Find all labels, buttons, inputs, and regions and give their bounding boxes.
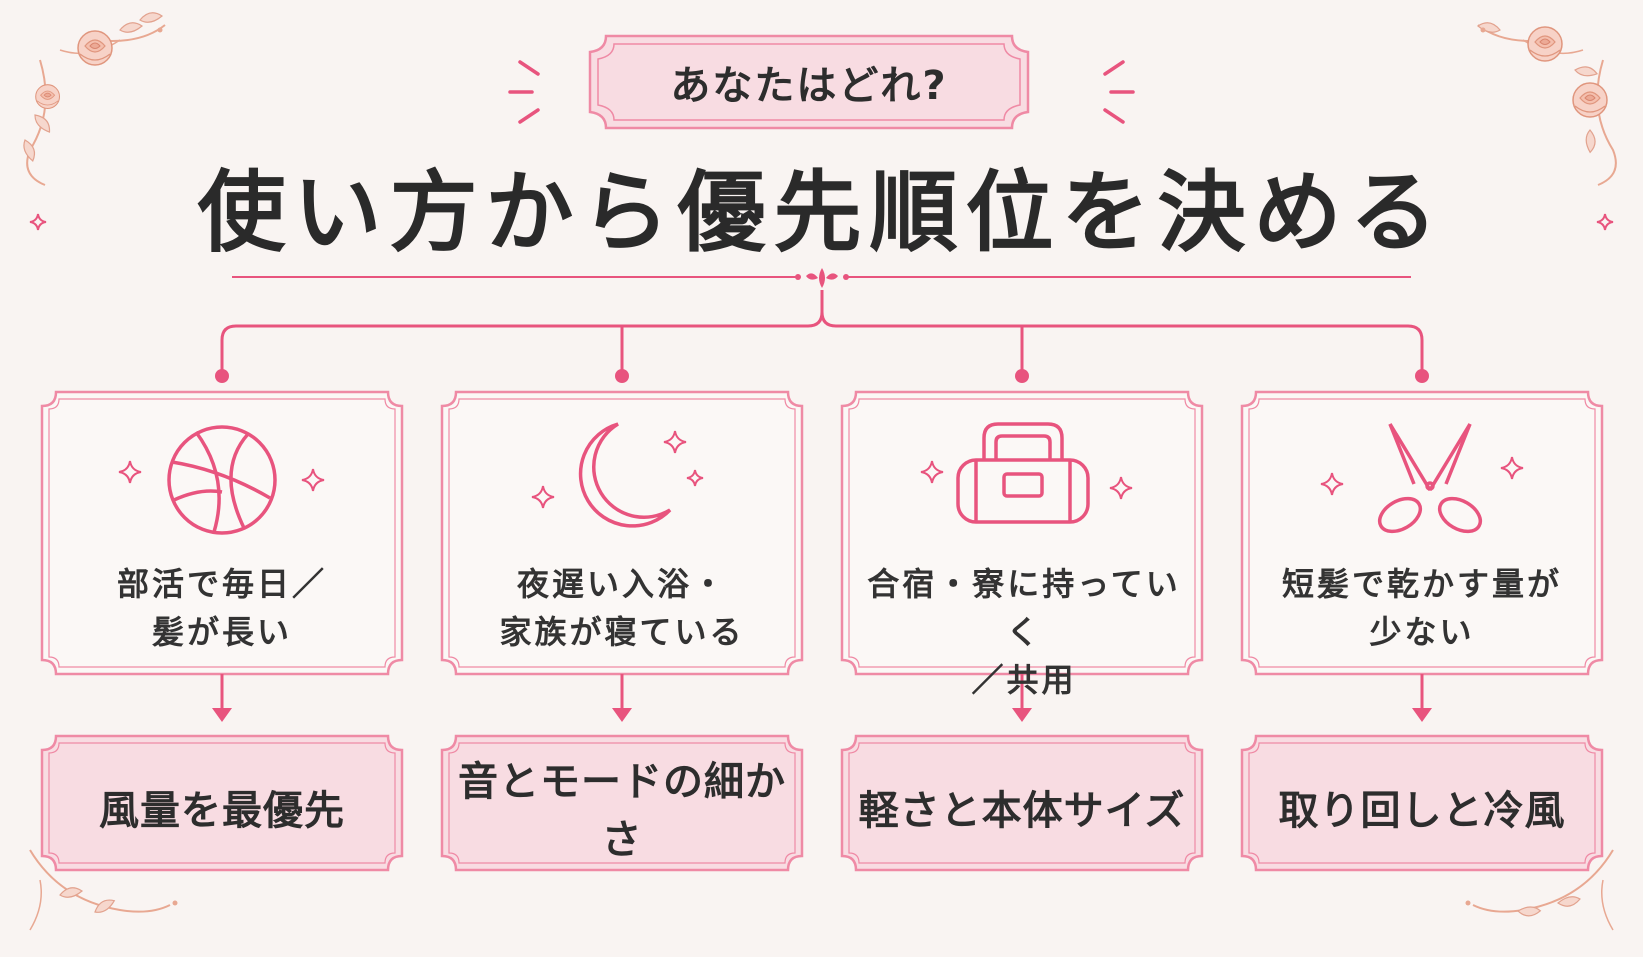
priority-box-2: [440, 734, 804, 872]
condition-line-2: 髪が長い: [151, 613, 292, 651]
basketball-icon: [117, 425, 326, 535]
condition-line-2: 少ない: [1369, 613, 1475, 651]
connector-tree: [215, 290, 1429, 383]
condition-card-3-text: 合宿・寮に持っていく ／共用: [852, 560, 1196, 704]
condition-line-1: 短髪で乾かす量が: [1281, 565, 1562, 603]
down-arrow-1: [212, 674, 232, 722]
question-text: あなたはどれ?: [670, 63, 948, 109]
emphasis-marks-left: [508, 60, 540, 124]
priority-box-3: [840, 734, 1204, 872]
corner-ornament-top-left: [22, 12, 166, 231]
question-pill: あなたはどれ?: [588, 34, 1030, 130]
page-title: 使い方から優先順位を決める: [197, 161, 1446, 264]
priority-box-4: [1240, 734, 1604, 872]
scissors-icon: [1319, 423, 1525, 534]
condition-card-2: [440, 390, 804, 676]
down-arrow-2: [612, 674, 632, 722]
condition-line-1: 部活で毎日／: [116, 565, 327, 603]
emphasis-marks-right: [1103, 60, 1135, 124]
condition-line-2: 家族が寝ている: [499, 613, 745, 651]
priority-result-1: 風量を最優先: [99, 788, 345, 834]
condition-line-1: 合宿・寮に持っていく: [867, 565, 1181, 651]
down-arrow-3: [1012, 674, 1032, 722]
title-divider: [232, 268, 1411, 288]
down-arrow-4: [1412, 674, 1432, 722]
question-pill-frame: [588, 34, 1030, 130]
priority-result-3: 軽さと本体サイズ: [858, 788, 1186, 834]
priority-result-4: 取り回しと冷風: [1278, 788, 1566, 834]
condition-card-1-text: 部活で毎日／ 髪が長い: [52, 560, 392, 656]
corner-ornament-bottom-right: [1465, 849, 1614, 931]
condition-card-4-text: 短髪で乾かす量が 少ない: [1252, 560, 1592, 656]
priority-box-1: [40, 734, 404, 872]
priority-result-2: 音とモードの細かさ: [458, 759, 786, 863]
condition-line-1: 夜遅い入浴・: [516, 565, 727, 603]
condition-card-2-text: 夜遅い入浴・ 家族が寝ている: [452, 560, 792, 656]
corner-ornament-bottom-left: [29, 849, 178, 931]
bag-icon: [919, 422, 1134, 524]
moon-icon: [530, 422, 705, 528]
condition-line-2: ／共用: [971, 661, 1077, 699]
condition-card-4: [1240, 390, 1604, 676]
corner-ornament-top-right: [1477, 22, 1617, 231]
